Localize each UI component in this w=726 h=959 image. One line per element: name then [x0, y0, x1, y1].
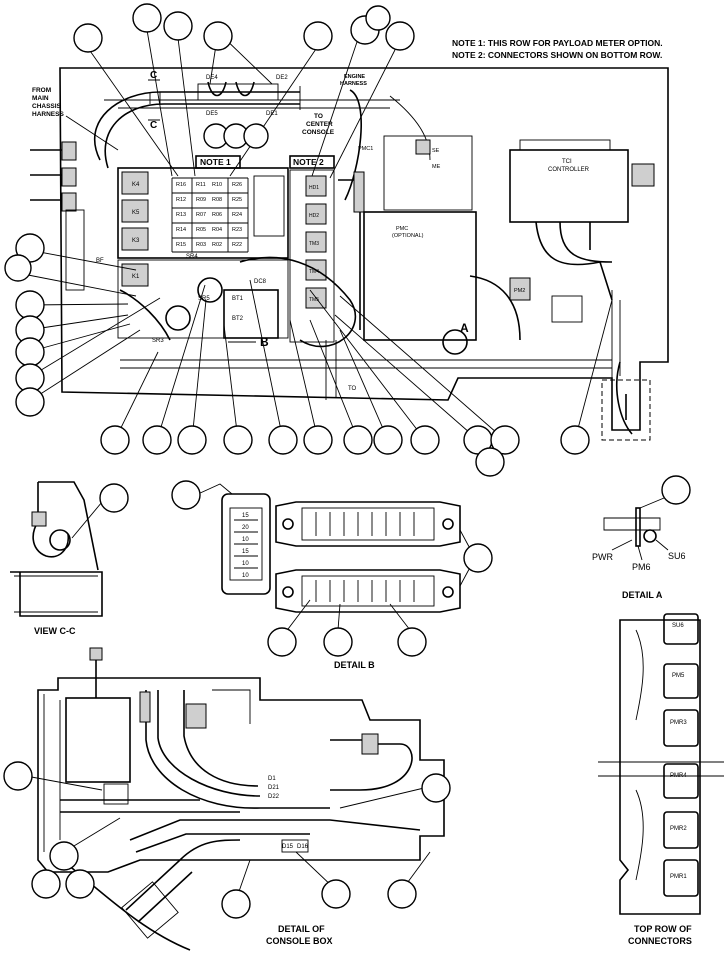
- relay-k1: K1: [132, 274, 140, 280]
- console-d22: D22: [268, 794, 280, 800]
- fuse-r15: R15: [176, 242, 186, 248]
- top-row-title: TOP ROW OF CONNECTORS: [628, 924, 694, 946]
- fuse-r06: R06: [212, 212, 222, 218]
- connector-pm5: PM5: [672, 673, 685, 679]
- relay-k3: K3: [132, 238, 140, 244]
- callout-a: A: [460, 321, 469, 335]
- fuse-r03: R03: [196, 242, 206, 248]
- relay-k4: K4: [132, 182, 140, 188]
- fuse-r09: R09: [196, 197, 206, 203]
- detail-a: PWR PM6 SU6 DETAIL A: [592, 475, 691, 600]
- detail-a-su6: SU6: [668, 551, 686, 561]
- fuse-r26: R26: [232, 182, 242, 188]
- right-connector-column: HD1 HD2 TM3 TM4 TM5: [305, 175, 327, 309]
- fuse-r02: R02: [212, 242, 222, 248]
- callout-bubbles-main: [4, 3, 590, 477]
- conn-hd1: HD1: [309, 185, 319, 191]
- console-d1: D1: [268, 776, 276, 782]
- connector-pmr3: PMR3: [670, 720, 687, 726]
- label-bt1: BT1: [232, 296, 244, 302]
- fuse-r25: R25: [232, 197, 242, 203]
- top-row-connectors: SU6 PM5 PMR3 PMR4 PMR2 PMR1 TOP ROW OF C…: [598, 613, 724, 946]
- detail-a-title: DETAIL A: [622, 590, 663, 600]
- fuse-r13: R13: [176, 212, 186, 218]
- label-bf: BF: [96, 258, 104, 264]
- pmc1-label: PMC1: [358, 146, 373, 152]
- detail-b: DETAIL B: [267, 501, 493, 670]
- note-2: NOTE 2: CONNECTORS SHOWN ON BOTTOM ROW.: [452, 50, 662, 60]
- fuse-r05: R05: [196, 227, 206, 233]
- console-box: D1 D21 D22 D15 D16 DETAIL OF CONSOLE BOX: [3, 647, 451, 951]
- fuse-block: 15 20 10 15 10 10: [171, 480, 271, 595]
- diode-de4: DE4: [206, 75, 218, 81]
- console-box-title: DETAIL OF CONSOLE BOX: [266, 924, 333, 946]
- fuse-r08: R08: [212, 197, 222, 203]
- fuse-value-6: 10: [242, 573, 249, 579]
- note-2-box: NOTE 2: [293, 157, 324, 167]
- fuse-r12: R12: [176, 197, 186, 203]
- label-dc8: DC8: [254, 279, 267, 285]
- console-d21: D21: [268, 785, 280, 791]
- section-c-bottom: C: [150, 120, 157, 131]
- callout-b: B: [260, 335, 269, 349]
- label-sr3: SR3: [152, 338, 164, 344]
- conn-tm5: TM5: [309, 297, 319, 303]
- connector-pmr4: PMR4: [670, 773, 687, 779]
- section-c-top: C: [150, 70, 157, 81]
- connector-pmr2: PMR2: [670, 826, 687, 832]
- engine-harness: ENGINE HARNESS: [340, 74, 367, 87]
- detail-a-pm6: PM6: [632, 562, 651, 572]
- connector-pmr1: PMR1: [670, 874, 687, 880]
- conn-tm3: TM3: [309, 241, 319, 247]
- console-d16: D16: [297, 844, 309, 850]
- diode-de5: DE5: [206, 111, 218, 117]
- from-main-chassis-harness: FROM MAIN CHASSIS HARNESS: [32, 87, 64, 118]
- fuse-value-5: 10: [242, 561, 249, 567]
- relays-left: K4 K5 K3 K1: [121, 171, 149, 287]
- pm2-label: PM2: [514, 288, 525, 294]
- detail-b-title: DETAIL B: [334, 660, 375, 670]
- connector-su6: SU6: [672, 623, 684, 629]
- console-d15: D15: [282, 844, 294, 850]
- note-1: NOTE 1: THIS ROW FOR PAYLOAD METER OPTIO…: [452, 38, 663, 48]
- conn-tm4: TM4: [309, 269, 319, 275]
- note-1-box: NOTE 1: [200, 157, 231, 167]
- fuse-r23: R23: [232, 227, 242, 233]
- to-center-console: TO CENTER CONSOLE: [302, 113, 335, 136]
- fuse-r10: R10: [212, 182, 222, 188]
- fuse-r11: R11: [196, 182, 206, 188]
- label-sr4: SR4: [186, 254, 198, 260]
- fuse-value-4: 15: [242, 549, 249, 555]
- label-sr5: SR5: [198, 296, 210, 302]
- main-leaders: [17, 17, 613, 441]
- fuse-r04: R04: [212, 227, 222, 233]
- relay-k5: K5: [132, 210, 140, 216]
- fuse-r07: R07: [196, 212, 206, 218]
- fuse-value-1: 15: [242, 513, 249, 519]
- detail-a-pwr: PWR: [592, 552, 613, 562]
- se-label-1: SE: [432, 148, 440, 154]
- label-bt2: BT2: [232, 316, 244, 322]
- label-to: TO: [348, 386, 357, 392]
- me-label: ME: [432, 164, 441, 170]
- conn-hd2: HD2: [309, 213, 319, 219]
- pmc-label: PMC (OPTIONAL): [392, 226, 424, 239]
- fuse-r14: R14: [176, 227, 186, 233]
- fuse-value-2: 20: [242, 525, 249, 531]
- view-cc-title: VIEW C-C: [34, 626, 76, 636]
- fuse-r16: R16: [176, 182, 186, 188]
- fuse-r24: R24: [232, 212, 242, 218]
- tci-controller: TCI CONTROLLER: [548, 159, 590, 173]
- main-panel-view: DE4 DE2 DE5 DE1 C C FROM MAIN CHASSIS HA…: [30, 67, 669, 441]
- fuse-r22: R22: [232, 242, 242, 248]
- view-c-c: VIEW C-C: [10, 481, 129, 636]
- diode-de2: DE2: [276, 75, 288, 81]
- fuse-grid: R16 R12 R13 R14 R15 R11 R09 R07 R05 R03 …: [171, 177, 249, 253]
- fuse-value-3: 10: [242, 537, 249, 543]
